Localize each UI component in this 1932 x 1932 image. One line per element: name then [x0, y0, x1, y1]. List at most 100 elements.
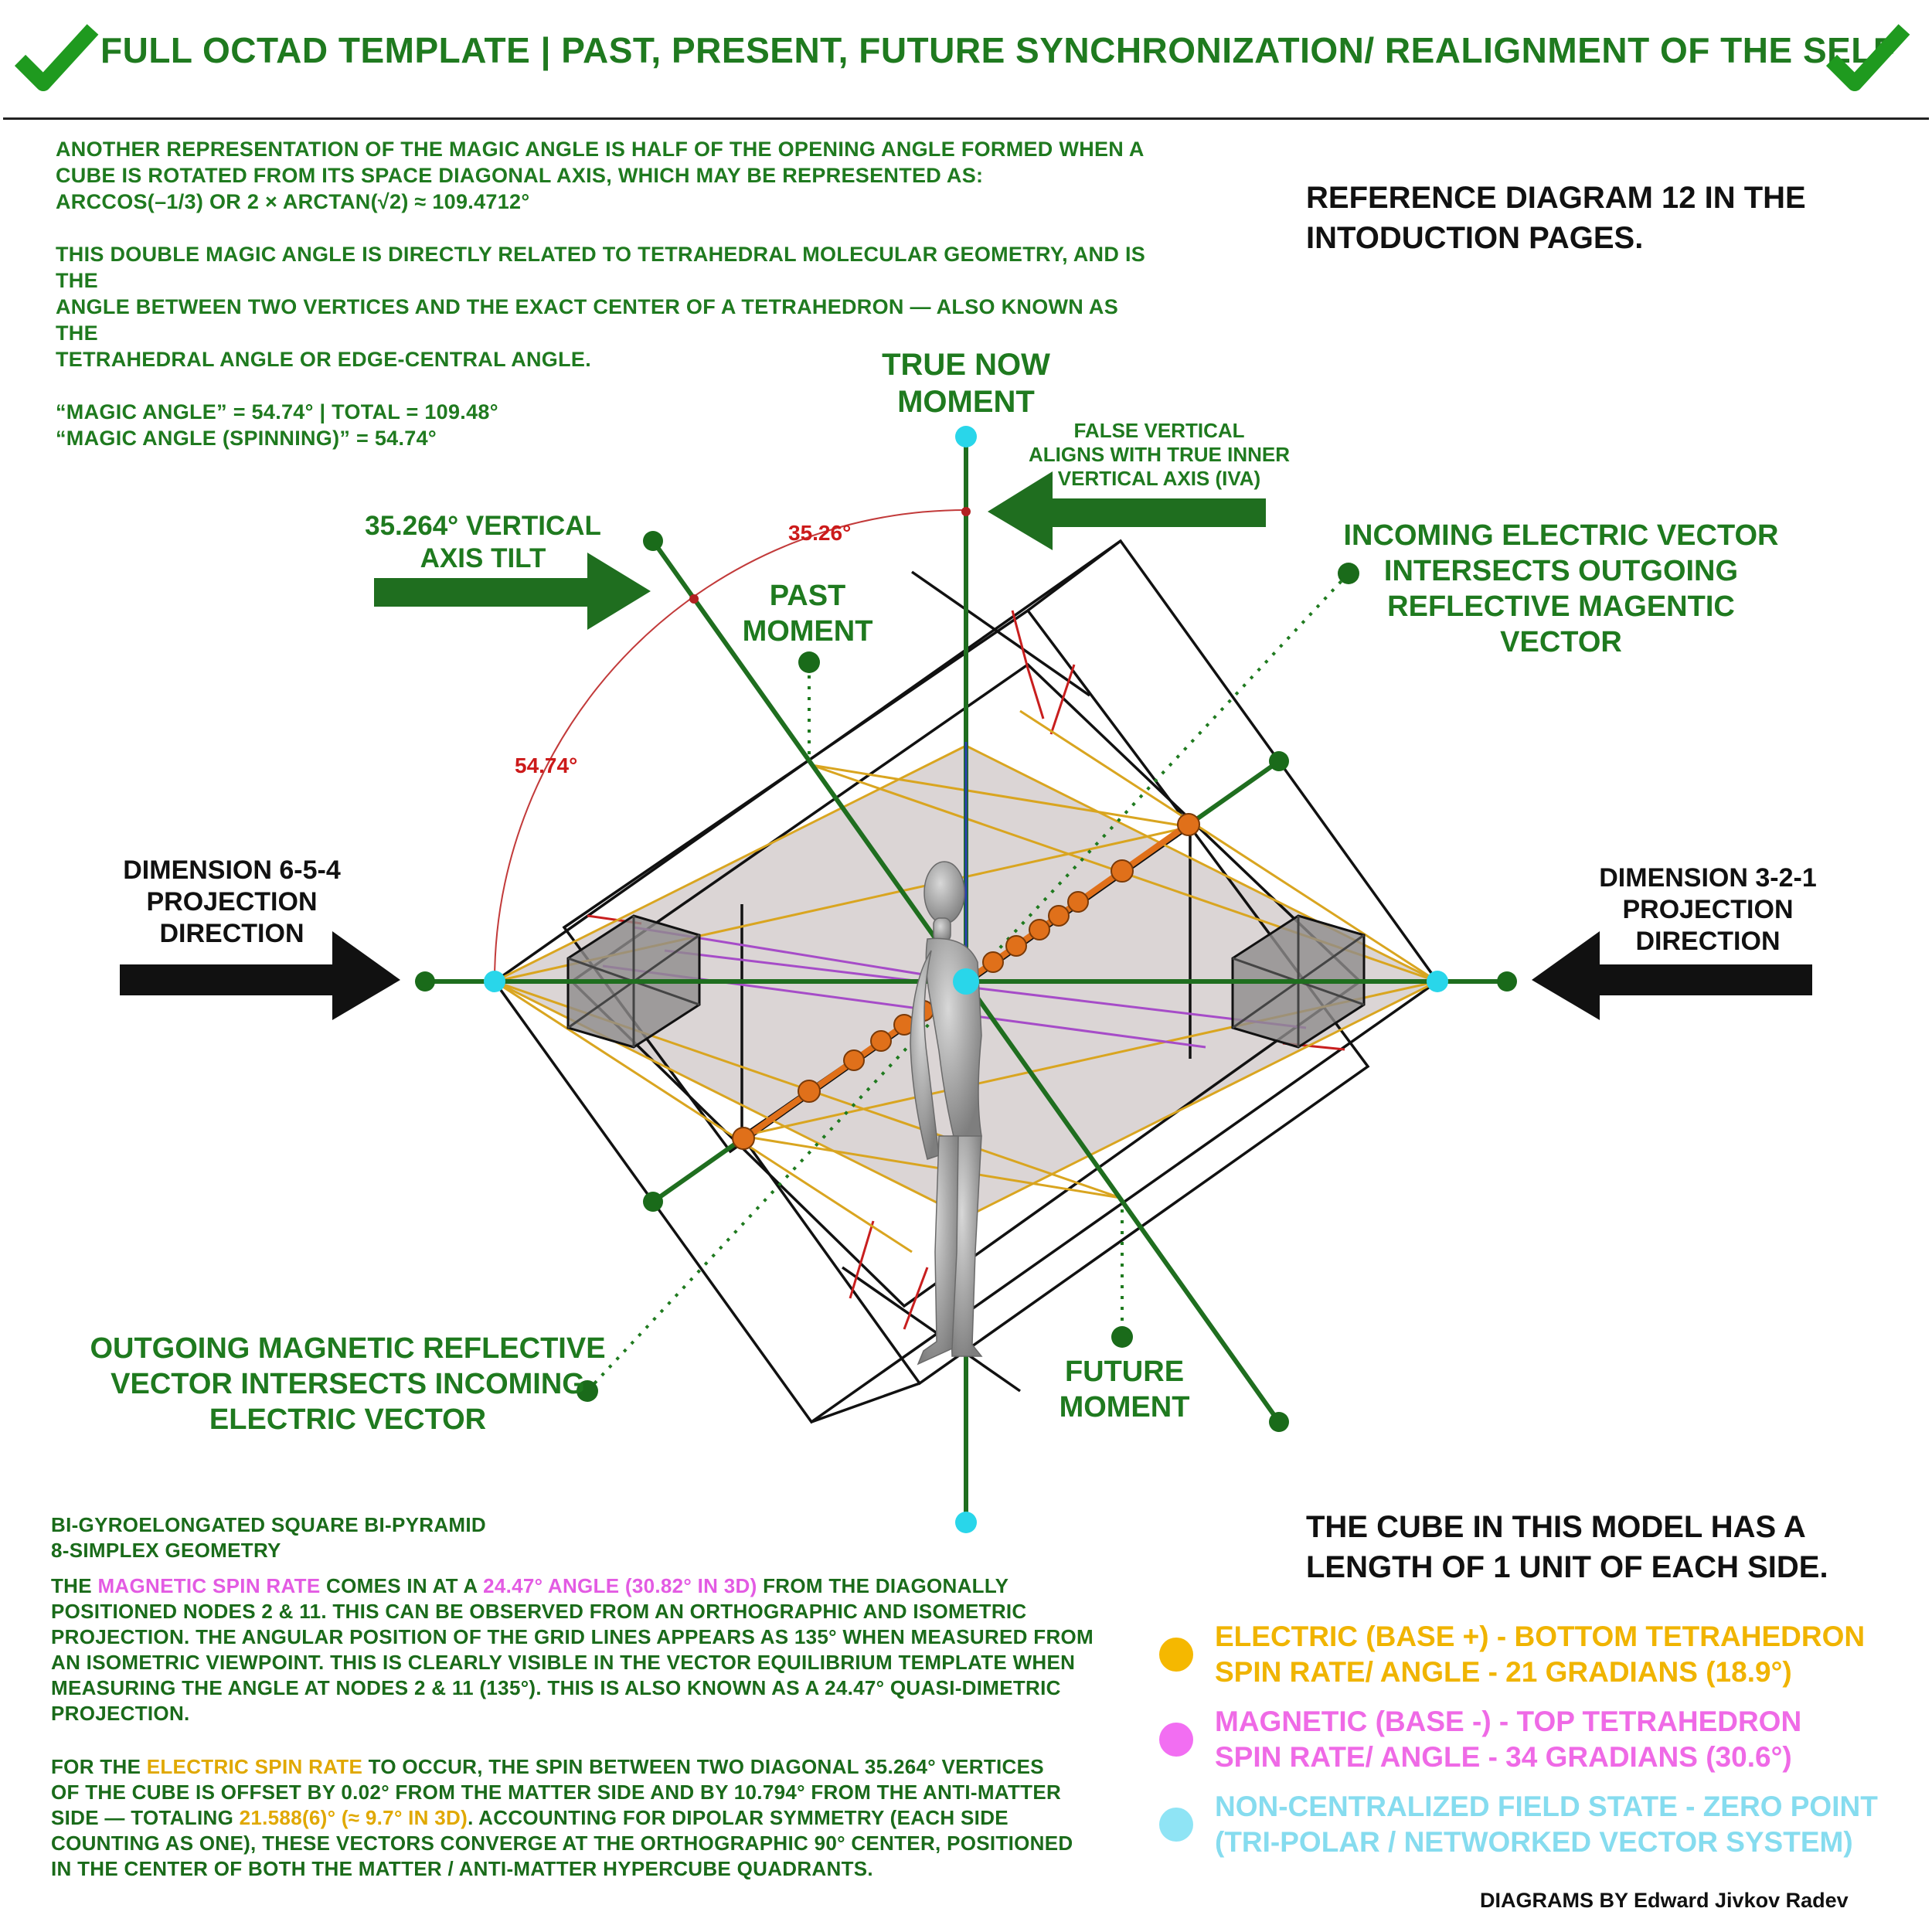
paragraph-line: THE MAGNETIC SPIN RATE COMES IN AT A 24.… [51, 1573, 1133, 1599]
legend-text: MAGNETIC (BASE -) - TOP TETRAHEDRON SPIN… [1215, 1704, 1801, 1775]
text-span: COMES IN AT A [320, 1574, 484, 1597]
false-vertical-label: FALSE VERTICAL ALIGNS WITH TRUE INNER VE… [1012, 419, 1306, 491]
label-line: TRUE NOW [882, 348, 1050, 382]
label-line: OUTGOING MAGNETIC REFLECTIVE [90, 1332, 606, 1365]
electric-spin-paragraph: FOR THE ELECTRIC SPIN RATE TO OCCUR, THE… [51, 1754, 1133, 1882]
label-line: REFLECTIVE MAGENTIC VECTOR [1387, 590, 1735, 658]
intro-line: CUBE IS ROTATED FROM ITS SPACE DIAGONAL … [56, 164, 984, 187]
paragraph-line: AN ISOMETRIC VIEWPOINT. THIS IS CLEARLY … [51, 1651, 1076, 1674]
cube-note-line: THE CUBE IN THIS MODEL HAS A [1306, 1510, 1806, 1544]
intro-line: ARCCOS(–1/3) OR 2 × ARCTAN(√2) ≈ 109.471… [56, 190, 530, 213]
dotted-connectors [586, 572, 1350, 1393]
electric-total-value: 21.588(6)° (≈ 9.7° IN 3D) [239, 1806, 468, 1829]
label-line: ALIGNS WITH TRUE INNER [1029, 443, 1290, 466]
paragraph-line: POSITIONED NODES 2 & 11. THIS CAN BE OBS… [51, 1600, 1027, 1623]
paragraph-line: COUNTING AS ONE), THESE VECTORS CONVERGE… [51, 1832, 1073, 1855]
page-title: FULL OCTAD TEMPLATE | PAST, PRESENT, FUT… [100, 30, 1896, 70]
label-line: PROJECTION [1622, 895, 1794, 924]
paragraph-line: OF THE CUBE IS OFFSET BY 0.02° FROM THE … [51, 1781, 1062, 1804]
magnetic-spin-rate-term: MAGNETIC SPIN RATE [97, 1574, 321, 1597]
legend-item-electric: ELECTRIC (BASE +) - BOTTOM TETRAHEDRON S… [1159, 1619, 1917, 1690]
dim654-arrow-icon [120, 931, 400, 1020]
angle-35-label: 35.26° [788, 521, 852, 545]
label-line: VERTICAL AXIS (IVA) [1057, 467, 1261, 490]
label-line: 35.264° VERTICAL [365, 511, 601, 541]
tilt-arrow-icon [374, 553, 651, 630]
magic-angle-arc [494, 509, 967, 982]
text-span: FOR THE [51, 1755, 147, 1778]
false-vertical-arrow-icon [988, 471, 1266, 550]
legend-line: SPIN RATE/ ANGLE - 21 GRADIANS (18.9°) [1215, 1656, 1792, 1688]
label-line: AXIS TILT [420, 543, 546, 573]
label-line: ELECTRIC VECTOR [209, 1403, 487, 1436]
dimension-654-label: DIMENSION 6-5-4 PROJECTION DIRECTION [100, 855, 363, 950]
tilt-label: 35.264° VERTICAL AXIS TILT [340, 510, 626, 575]
legend-text: NON-CENTRALIZED FIELD STATE - ZERO POINT… [1215, 1789, 1878, 1860]
reference-line: INTODUCTION PAGES. [1306, 221, 1644, 255]
legend-text: ELECTRIC (BASE +) - BOTTOM TETRAHEDRON S… [1215, 1619, 1865, 1690]
electric-dot-icon [1159, 1638, 1193, 1672]
text-span: . ACCOUNTING FOR DIPOLAR SYMMETRY (EACH … [468, 1806, 1009, 1829]
dim321-arrow-icon [1532, 931, 1812, 1020]
zero-point-dot-icon [1159, 1808, 1193, 1842]
label-line: PAST [769, 580, 846, 612]
cyan-nodes [484, 426, 1448, 1533]
text-span: TO OCCUR, THE SPIN BETWEEN TWO DIAGONAL … [362, 1755, 1044, 1778]
label-line: DIRECTION [159, 919, 304, 948]
green-nodes [415, 531, 1517, 1432]
human-figure [910, 861, 983, 1366]
geometry-title: BI-GYROELONGATED SQUARE BI-PYRAMID 8-SIM… [51, 1512, 1133, 1563]
label-line: MOMENT [1059, 1391, 1190, 1423]
cube-note-line: LENGTH OF 1 UNIT OF EACH SIDE. [1306, 1550, 1828, 1584]
intro-text: ANOTHER REPRESENTATION OF THE MAGIC ANGL… [56, 136, 1153, 451]
intro-line: TETRAHEDRAL ANGLE OR EDGE-CENTRAL ANGLE. [56, 348, 592, 371]
label-line: INCOMING ELECTRIC VECTOR [1343, 519, 1779, 552]
reference-note: REFERENCE DIAGRAM 12 IN THE INTODUCTION … [1306, 178, 1806, 258]
intro-line: THIS DOUBLE MAGIC ANGLE IS DIRECTLY RELA… [56, 243, 1146, 292]
text-span: SIDE — TOTALING [51, 1806, 240, 1829]
intro-line: ANOTHER REPRESENTATION OF THE MAGIC ANGL… [56, 138, 1145, 161]
paragraph-line: IN THE CENTER OF BOTH THE MATTER / ANTI-… [51, 1857, 873, 1880]
magnetic-spin-paragraph: THE MAGNETIC SPIN RATE COMES IN AT A 24.… [51, 1573, 1133, 1726]
legend-item-magnetic: MAGNETIC (BASE -) - TOP TETRAHEDRON SPIN… [1159, 1704, 1917, 1775]
incoming-vector-label: INCOMING ELECTRIC VECTOR INTERSECTS OUTG… [1329, 518, 1793, 660]
text-span: THE [51, 1574, 98, 1597]
electric-spin-rate-term: ELECTRIC SPIN RATE [146, 1755, 363, 1778]
legend-line: SPIN RATE/ ANGLE - 34 GRADIANS (30.6°) [1215, 1741, 1792, 1773]
past-moment-label: PAST MOMENT [719, 578, 896, 649]
check-icon [1825, 24, 1910, 91]
dimension-321-label: DIMENSION 3-2-1 PROJECTION DIRECTION [1577, 862, 1839, 957]
magic-angle-spinning: “MAGIC ANGLE (SPINNING)” = 54.74° [56, 427, 437, 450]
label-line: DIMENSION 3-2-1 [1599, 863, 1817, 893]
magic-angle-total: “MAGIC ANGLE” = 54.74° | TOTAL = 109.48° [56, 400, 498, 423]
reference-line: REFERENCE DIAGRAM 12 IN THE [1306, 181, 1806, 215]
legend-line: (TRI-POLAR / NETWORKED VECTOR SYSTEM) [1215, 1826, 1853, 1858]
paragraph-line: SIDE — TOTALING 21.588(6)° (≈ 9.7° IN 3D… [51, 1805, 1133, 1831]
red-markers [689, 507, 971, 604]
paragraph-line: FOR THE ELECTRIC SPIN RATE TO OCCUR, THE… [51, 1754, 1133, 1780]
legend-line: NON-CENTRALIZED FIELD STATE - ZERO POINT [1215, 1791, 1878, 1822]
label-line: MOMENT [897, 385, 1035, 419]
legend: ELECTRIC (BASE +) - BOTTOM TETRAHEDRON S… [1159, 1619, 1917, 1860]
paragraph-line: PROJECTION. THE ANGULAR POSITION OF THE … [51, 1625, 1094, 1648]
legend-line: ELECTRIC (BASE +) - BOTTOM TETRAHEDRON [1215, 1621, 1866, 1652]
angle-54-label: 54.74° [515, 753, 578, 777]
label-line: FALSE VERTICAL [1073, 419, 1245, 442]
magnetic-dot-icon [1159, 1723, 1193, 1757]
label-line: VECTOR INTERSECTS INCOMING [111, 1368, 585, 1400]
intro-line: ANGLE BETWEEN TWO VERTICES AND THE EXACT… [56, 295, 1119, 345]
outgoing-vector-label: OUTGOING MAGNETIC REFLECTIVE VECTOR INTE… [77, 1331, 618, 1437]
future-moment-label: FUTURE MOMENT [1032, 1354, 1217, 1425]
cube-note: THE CUBE IN THIS MODEL HAS A LENGTH OF 1… [1306, 1507, 1828, 1587]
magnetic-angle-value: 24.47° ANGLE (30.82° IN 3D) [483, 1574, 757, 1597]
legend-item-zero-point: NON-CENTRALIZED FIELD STATE - ZERO POINT… [1159, 1789, 1917, 1860]
label-line: DIRECTION [1635, 927, 1781, 956]
label-line: DIMENSION 6-5-4 [123, 855, 341, 885]
paragraph-line: PROJECTION. [51, 1702, 190, 1725]
title-divider [3, 117, 1929, 120]
true-now-label: TRUE NOW MOMENT [850, 346, 1082, 420]
text-span: FROM THE DIAGONALLY [757, 1574, 1009, 1597]
label-line: INTERSECTS OUTGOING [1383, 555, 1739, 587]
credit: DIAGRAMS BY Edward Jivkov Radev [1480, 1889, 1849, 1912]
